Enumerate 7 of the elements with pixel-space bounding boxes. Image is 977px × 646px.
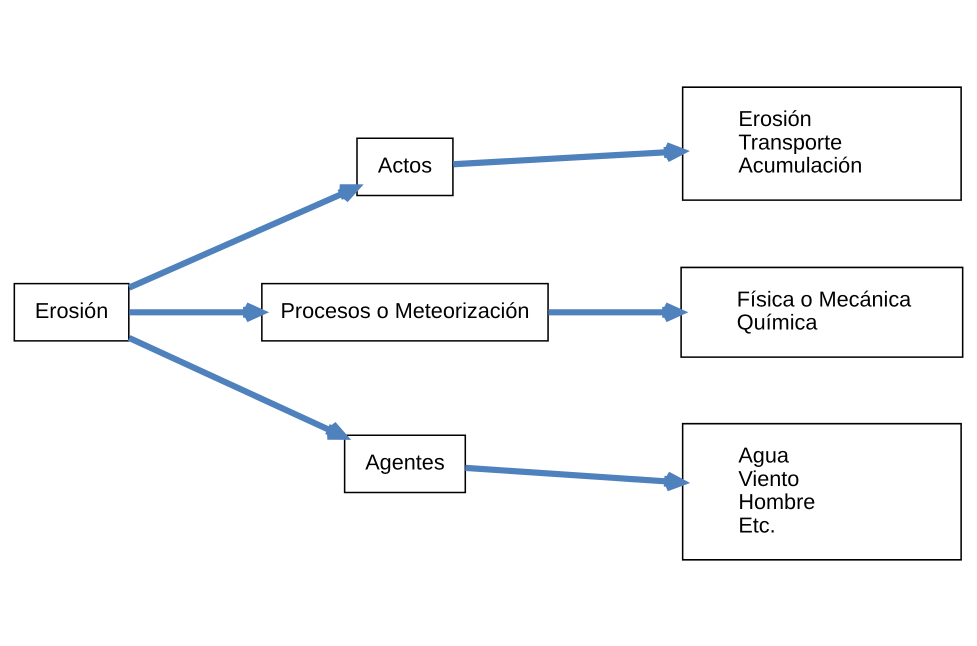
node-box: Agua Viento Hombre Etc.: [682, 422, 962, 560]
node-box: Física o Mecánica Química: [680, 266, 964, 358]
node-box: Erosión: [14, 282, 130, 342]
node-box: Actos: [356, 136, 454, 196]
node-box: Procesos o Meteorización: [261, 282, 549, 342]
node-box: Erosión Transporte Acumulación: [682, 86, 962, 200]
node-box: Agentes: [344, 434, 466, 493]
